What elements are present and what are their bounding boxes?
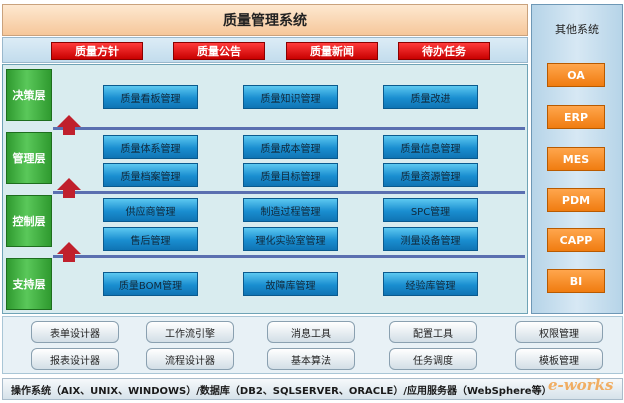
module-supplier[interactable]: 供应商管理 <box>103 198 198 222</box>
tool-config[interactable]: 配置工具 <box>389 321 477 343</box>
tools-panel: 表单设计器 工作流引擎 消息工具 配置工具 权限管理 报表设计器 流程设计器 基… <box>2 316 623 374</box>
tool-process-designer[interactable]: 流程设计器 <box>146 348 234 370</box>
module-quality-target[interactable]: 质量目标管理 <box>243 163 338 187</box>
module-quality-knowledge[interactable]: 质量知识管理 <box>243 85 338 109</box>
module-quality-improvement[interactable]: 质量改进 <box>383 85 478 109</box>
layer-control: 控制层 <box>6 195 52 247</box>
nav-todo-tasks-button[interactable]: 待办任务 <box>398 42 490 60</box>
system-title: 质量管理系统 <box>2 4 528 36</box>
module-quality-archive[interactable]: 质量档案管理 <box>103 163 198 187</box>
tool-basic-algorithm[interactable]: 基本算法 <box>267 348 355 370</box>
tool-message[interactable]: 消息工具 <box>267 321 355 343</box>
module-quality-dashboard[interactable]: 质量看板管理 <box>103 85 198 109</box>
layer-separator <box>53 191 525 194</box>
module-manufacturing-process[interactable]: 制造过程管理 <box>243 198 338 222</box>
nav-quality-notice-button[interactable]: 质量公告 <box>173 42 265 60</box>
nav-bar: 质量方针 质量公告 质量新闻 待办任务 <box>2 37 528 63</box>
module-quality-system[interactable]: 质量体系管理 <box>103 135 198 159</box>
platform-footer: 操作系统（AIX、UNIX、WINDOWS）/数据库（DB2、SQLSERVER… <box>2 378 623 400</box>
module-measurement-equipment[interactable]: 测量设备管理 <box>383 227 478 251</box>
other-systems-sidebar: 其他系统 OA ERP MES PDM CAPP BI <box>531 4 623 314</box>
layers-panel: 决策层 管理层 控制层 支持层 质量看板管理 质量知识管理 质量改进 质量体系管… <box>2 64 528 314</box>
layer-separator <box>53 255 525 258</box>
module-quality-info[interactable]: 质量信息管理 <box>383 135 478 159</box>
up-arrow-icon <box>57 178 81 198</box>
module-quality-cost[interactable]: 质量成本管理 <box>243 135 338 159</box>
layer-decision: 决策层 <box>6 69 52 121</box>
nav-quality-news-button[interactable]: 质量新闻 <box>286 42 378 60</box>
system-bi-button[interactable]: BI <box>547 269 605 293</box>
tool-template-management[interactable]: 模板管理 <box>515 348 603 370</box>
tool-form-designer[interactable]: 表单设计器 <box>31 321 119 343</box>
tool-workflow-engine[interactable]: 工作流引擎 <box>146 321 234 343</box>
system-erp-button[interactable]: ERP <box>547 105 605 129</box>
system-mes-button[interactable]: MES <box>547 147 605 171</box>
module-fault-library[interactable]: 故障库管理 <box>243 272 338 296</box>
sidebar-title: 其他系统 <box>555 23 599 36</box>
nav-quality-policy-button[interactable]: 质量方针 <box>51 42 143 60</box>
up-arrow-icon <box>57 242 81 262</box>
module-quality-resource[interactable]: 质量资源管理 <box>383 163 478 187</box>
tool-permission[interactable]: 权限管理 <box>515 321 603 343</box>
module-spc[interactable]: SPC管理 <box>383 198 478 222</box>
system-oa-button[interactable]: OA <box>547 63 605 87</box>
tool-report-designer[interactable]: 报表设计器 <box>31 348 119 370</box>
layer-management: 管理层 <box>6 132 52 184</box>
module-quality-bom[interactable]: 质量BOM管理 <box>103 272 198 296</box>
layer-support: 支持层 <box>6 258 52 310</box>
eworks-watermark: e-works <box>548 376 614 394</box>
system-capp-button[interactable]: CAPP <box>547 228 605 252</box>
module-physchem-lab[interactable]: 理化实验室管理 <box>243 227 338 251</box>
module-experience-library[interactable]: 经验库管理 <box>383 272 478 296</box>
layer-separator <box>53 127 525 130</box>
up-arrow-icon <box>57 115 81 135</box>
system-pdm-button[interactable]: PDM <box>547 188 605 212</box>
tool-task-scheduling[interactable]: 任务调度 <box>389 348 477 370</box>
module-after-sales[interactable]: 售后管理 <box>103 227 198 251</box>
